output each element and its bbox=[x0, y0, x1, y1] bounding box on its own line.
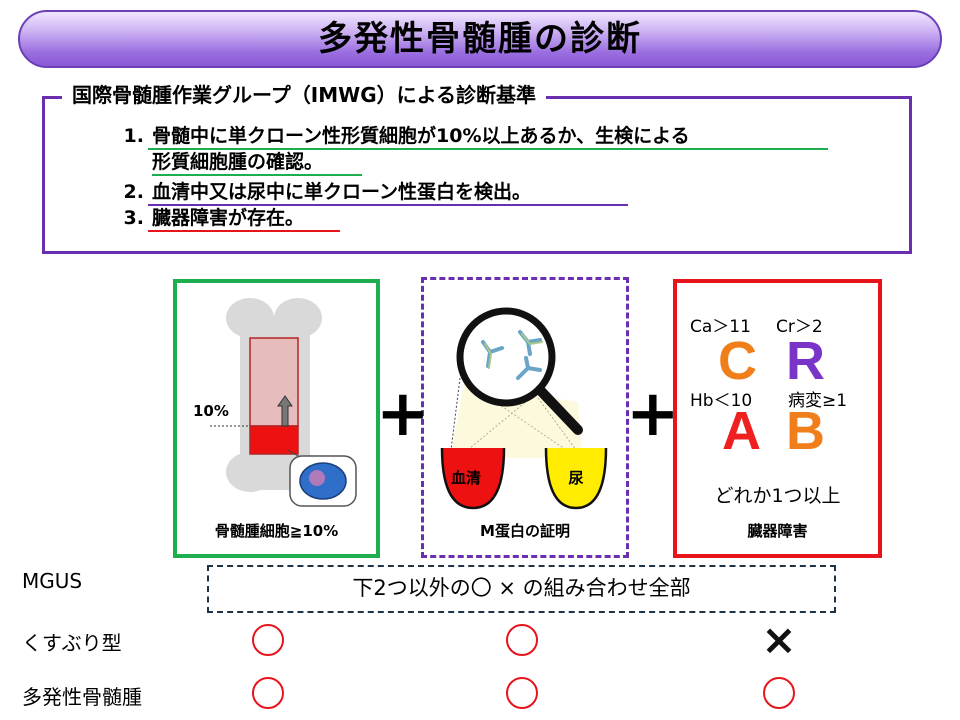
m-protein-caption: M蛋白の証明 bbox=[480, 522, 570, 540]
bone-illustration bbox=[210, 298, 357, 507]
m-protein-panel bbox=[421, 277, 629, 558]
calcium-label: Ca＞11 bbox=[690, 317, 751, 337]
bone-marrow-panel bbox=[173, 279, 380, 558]
criterion-text: 臓器障害が存在。 bbox=[152, 207, 305, 229]
up-arrow-icon bbox=[277, 395, 293, 427]
mgus-span-box: 下2つ以外の〇 × の組み合わせ全部 bbox=[207, 565, 836, 613]
serum-label: 血清 bbox=[450, 469, 481, 487]
circle-mark-icon bbox=[252, 624, 284, 656]
magnifier-illustration bbox=[440, 307, 608, 510]
bone-panel-caption: 骨髄腫細胞≧10% bbox=[214, 522, 339, 540]
crab-letter-r: R bbox=[786, 331, 825, 391]
crab-letter-a: A bbox=[722, 401, 761, 461]
criterion-1-underline bbox=[148, 148, 828, 150]
criterion-1: 1. 骨髄中に単クローン性形質細胞が10%以上あるか、生検による bbox=[110, 123, 690, 149]
crab-note: どれか1つ以上 bbox=[714, 485, 841, 507]
criterion-number: 2. bbox=[123, 181, 144, 203]
plasma-cell-callout bbox=[287, 449, 357, 507]
myeloma-fill bbox=[249, 425, 299, 455]
urine-cup bbox=[544, 447, 608, 510]
serum-cup bbox=[440, 447, 506, 510]
organ-damage-panel bbox=[673, 279, 882, 558]
criterion-text: 血清中又は尿中に単クローン性蛋白を検出。 bbox=[152, 181, 532, 203]
criterion-number: 3. bbox=[123, 207, 144, 229]
row-label-smoldering: くすぶり型 bbox=[22, 631, 122, 655]
circle-mark-icon bbox=[763, 677, 795, 709]
plus-sign: + bbox=[626, 377, 680, 451]
criterion-number: 1. bbox=[123, 125, 144, 147]
criterion-1-underline-2 bbox=[152, 174, 362, 176]
hemoglobin-label: Hb＜10 bbox=[690, 391, 753, 411]
criterion-2-underline bbox=[148, 204, 628, 206]
criterion-3: 3. 臓器障害が存在。 bbox=[110, 205, 304, 231]
crab-letter-b: B bbox=[786, 401, 825, 461]
ten-percent-marker: 10% bbox=[193, 402, 229, 420]
crab-letter-c: C bbox=[718, 331, 757, 391]
cross-mark-icon: × bbox=[761, 615, 797, 664]
magnifier-icon bbox=[456, 307, 556, 407]
criteria-heading: 国際骨髄腫作業グループ（IMWG）による診断基準 bbox=[62, 80, 547, 110]
criterion-2: 2. 血清中又は尿中に単クローン性蛋白を検出。 bbox=[110, 179, 532, 205]
circle-mark-icon bbox=[506, 677, 538, 709]
title-banner bbox=[18, 10, 942, 68]
plus-sign: + bbox=[376, 377, 430, 451]
row-label-multiple-myeloma: 多発性骨髄腫 bbox=[22, 685, 142, 709]
creatinine-label: Cr＞2 bbox=[776, 317, 823, 337]
criterion-text: 骨髄中に単クローン性形質細胞が10%以上あるか、生検による bbox=[152, 125, 690, 147]
organ-damage-caption: 臓器障害 bbox=[747, 522, 808, 540]
criterion-3-underline bbox=[148, 230, 340, 232]
bone-lesion-label: 病変≥1 bbox=[788, 391, 848, 411]
row-label-mgus: MGUS bbox=[22, 569, 83, 593]
page-title: 多発性骨髄腫の診断 bbox=[318, 19, 642, 59]
urine-label: 尿 bbox=[568, 469, 584, 487]
circle-mark-icon bbox=[506, 624, 538, 656]
circle-mark-icon bbox=[252, 677, 284, 709]
marrow-column bbox=[249, 337, 299, 427]
criterion-1-continued: 形質細胞腫の確認。 bbox=[152, 151, 324, 173]
